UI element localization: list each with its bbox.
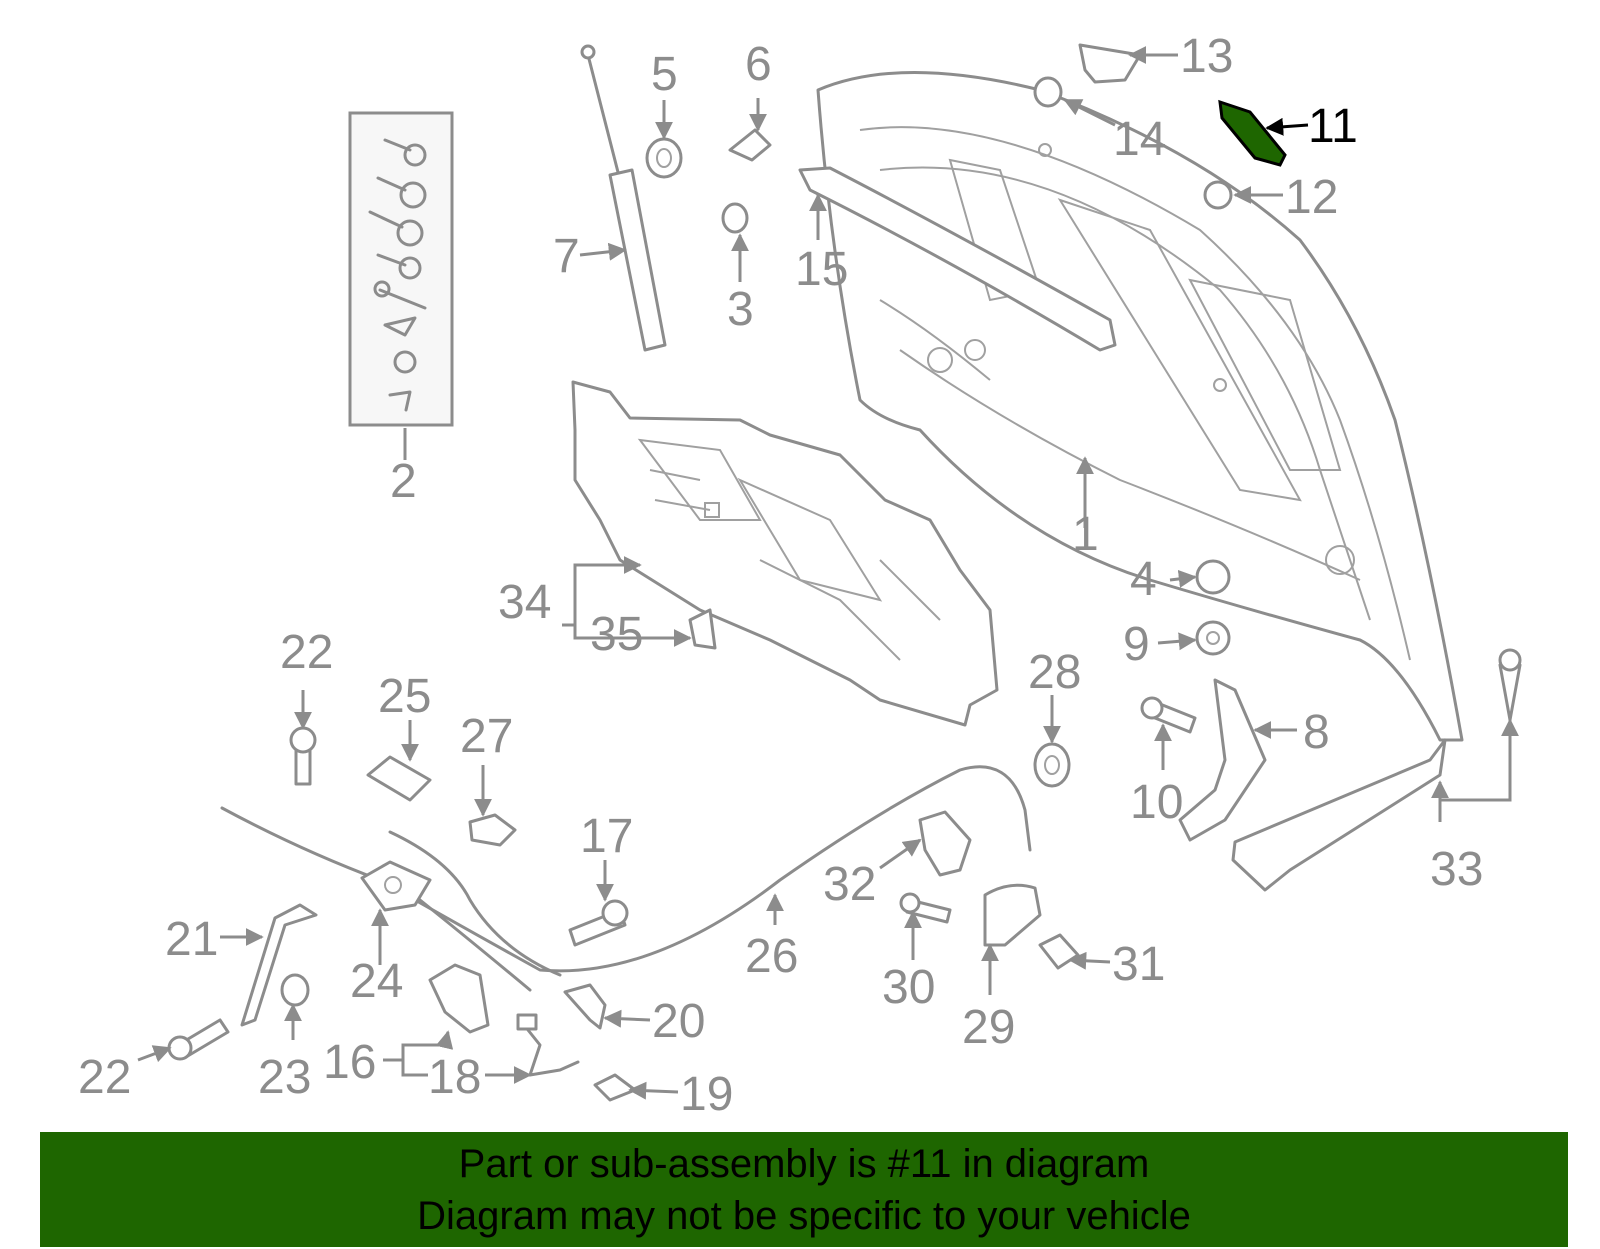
bolt-17 — [568, 899, 629, 947]
callout-5: 5 — [651, 48, 678, 101]
bracket-8 — [1178, 678, 1267, 842]
callout-13: 13 — [1180, 30, 1233, 83]
nut-9 — [1195, 620, 1231, 656]
clip-25 — [366, 755, 432, 802]
callout-26: 26 — [745, 930, 798, 983]
callout-4: 4 — [1130, 553, 1157, 606]
bolt-22-bottom — [167, 1018, 230, 1061]
clip-19 — [593, 1073, 637, 1102]
leader-arrows — [137, 46, 1519, 1100]
callout-12: 12 — [1285, 171, 1338, 224]
support-33 — [1231, 648, 1522, 892]
callout-17: 17 — [580, 810, 633, 863]
hood-prop-rod — [798, 166, 1117, 352]
banner-line-1: Part or sub-assembly is #11 in diagram — [458, 1142, 1150, 1186]
clip-20 — [563, 983, 607, 1030]
banner-line-2: Diagram may not be specific to your vehi… — [417, 1194, 1191, 1238]
callout-33: 33 — [1430, 843, 1483, 896]
callout-15: 15 — [795, 243, 848, 296]
callout-25: 25 — [378, 670, 431, 723]
cap-4 — [1195, 559, 1231, 595]
insulation-pad — [571, 380, 999, 727]
info-banner: Part or sub-assembly is #11 in diagram D… — [40, 1132, 1568, 1247]
callout-6: 6 — [745, 38, 772, 91]
callout-35: 35 — [590, 608, 643, 661]
callout-20: 20 — [652, 995, 705, 1048]
callout-22-top: 22 — [280, 626, 333, 679]
callout-21: 21 — [165, 913, 218, 966]
nut-12 — [1203, 180, 1233, 210]
callout-34: 34 — [498, 576, 551, 629]
callout-1: 1 — [1072, 508, 1099, 561]
callout-30: 30 — [882, 961, 935, 1014]
callout-22-bottom: 22 — [78, 1051, 131, 1104]
release-cable — [220, 765, 1032, 992]
pin-6 — [728, 128, 772, 162]
fastener-kit — [348, 111, 454, 427]
callout-18: 18 — [428, 1051, 481, 1104]
bolt-10 — [1140, 696, 1197, 734]
latch-13 — [1078, 43, 1142, 84]
callout-23: 23 — [258, 1051, 311, 1104]
parts-diagram: 1 2 3 4 5 6 7 8 9 10 11 12 13 14 15 16 1… — [78, 30, 1522, 1121]
callout-27: 27 — [460, 710, 513, 763]
bolt-22-top — [289, 726, 317, 786]
callout-7: 7 — [553, 230, 580, 283]
callout-2: 2 — [390, 455, 417, 508]
bracket-21 — [240, 903, 318, 1027]
bolt-30 — [899, 892, 952, 924]
callout-10: 10 — [1130, 776, 1183, 829]
callout-28: 28 — [1028, 646, 1081, 699]
catch-32 — [918, 810, 972, 877]
clip-35 — [688, 608, 717, 650]
callout-14: 14 — [1113, 113, 1166, 166]
clip-31 — [1038, 933, 1080, 970]
callout-8: 8 — [1303, 706, 1330, 759]
grommet-5 — [645, 137, 683, 179]
callout-31: 31 — [1112, 938, 1165, 991]
callout-29: 29 — [962, 1001, 1015, 1054]
lever-24 — [360, 860, 432, 912]
callout-labels: 1 2 3 4 5 6 7 8 9 10 11 12 13 14 15 16 1… — [78, 30, 1483, 1121]
gas-strut — [580, 44, 667, 352]
latch-29 — [983, 883, 1042, 947]
callout-19: 19 — [680, 1068, 733, 1121]
callout-32: 32 — [823, 858, 876, 911]
pad-27 — [468, 813, 517, 847]
latch-11-highlighted — [1218, 99, 1287, 167]
callout-9: 9 — [1123, 618, 1150, 671]
bushing-3 — [721, 202, 749, 234]
grommet-28 — [1033, 742, 1071, 788]
bumper-14 — [1033, 76, 1063, 108]
callout-11: 11 — [1308, 100, 1358, 153]
hood-panel — [816, 71, 1464, 742]
sensor-18 — [516, 1013, 580, 1077]
bushing-23 — [280, 973, 310, 1007]
callout-16: 16 — [323, 1036, 376, 1089]
handle-16 — [428, 963, 490, 1034]
callout-24: 24 — [350, 955, 403, 1008]
callout-3: 3 — [727, 283, 754, 336]
